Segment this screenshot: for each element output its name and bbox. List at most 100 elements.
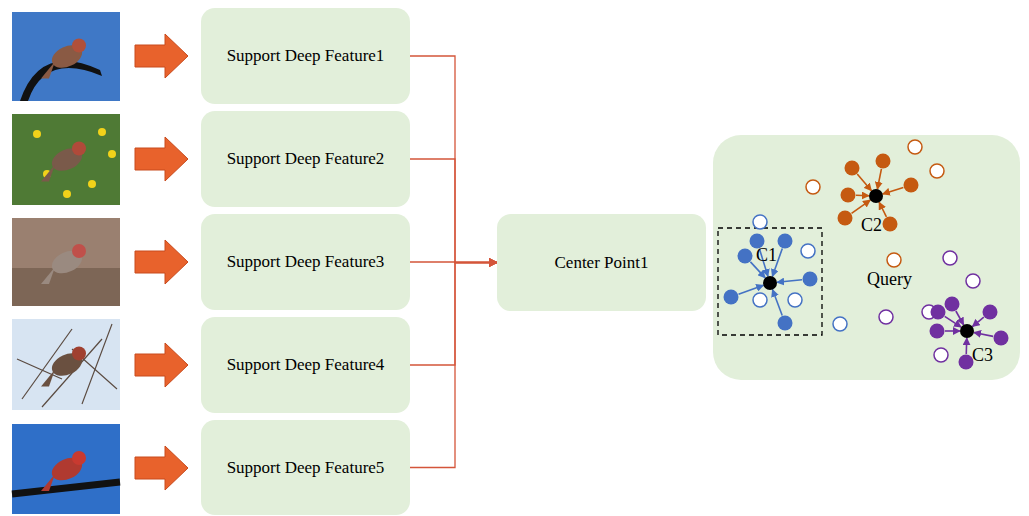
- cluster-label: C3: [972, 346, 993, 364]
- bird-photo: [12, 218, 120, 306]
- feature-box: Support Deep Feature4: [201, 317, 410, 413]
- connector: [410, 56, 497, 263]
- bird-head: [72, 39, 86, 53]
- query-dot: [887, 253, 901, 267]
- query-label: Query: [867, 270, 912, 288]
- center-dot: [869, 189, 883, 203]
- bird-photo: [12, 319, 120, 410]
- query-dot: [879, 310, 893, 324]
- support-dot: [945, 297, 960, 312]
- connector: [410, 159, 497, 263]
- center-dot: [960, 324, 974, 338]
- block-arrows: [135, 34, 188, 490]
- support-dot: [778, 316, 793, 331]
- support-dot: [931, 305, 946, 320]
- ground: [12, 268, 120, 306]
- box-label: Support Deep Feature1: [227, 46, 385, 66]
- pull-arrow: [956, 311, 964, 325]
- connector: [410, 263, 497, 366]
- support-dot: [724, 290, 739, 305]
- query-dot: [833, 317, 847, 331]
- block-arrow: [135, 446, 188, 490]
- bird-photo: [12, 114, 120, 205]
- pull-arrow: [852, 200, 871, 213]
- pull-arrow: [777, 280, 802, 283]
- pull-arrow: [877, 169, 881, 189]
- support-dot: [778, 234, 793, 249]
- support-dot: [930, 324, 945, 339]
- cluster-label: C2: [861, 216, 882, 234]
- flower: [98, 128, 106, 136]
- support-dot: [883, 217, 898, 232]
- support-dot: [983, 305, 998, 320]
- support-dot: [738, 249, 753, 264]
- query-dot: [966, 274, 980, 288]
- flower: [63, 190, 71, 198]
- flower: [33, 130, 41, 138]
- bird-tail: [41, 370, 55, 387]
- cluster-box: [718, 228, 822, 335]
- query-dot: [806, 180, 820, 194]
- bird-tail: [41, 62, 55, 79]
- box-label: Support Deep Feature4: [227, 355, 385, 375]
- box-label: Support Deep Feature2: [227, 149, 385, 169]
- feature-dots: [724, 140, 1009, 370]
- center-box: Center Point1: [497, 214, 706, 311]
- photos: [12, 12, 120, 514]
- bird-tail: [41, 267, 55, 284]
- support-dot: [841, 188, 856, 203]
- pull-arrow: [972, 317, 983, 326]
- box-label: Support Deep Feature3: [227, 252, 385, 272]
- bird-head: [72, 451, 86, 465]
- query-dot: [753, 293, 767, 307]
- feature-space-panel: [713, 135, 1020, 380]
- support-dot: [959, 355, 974, 370]
- pull-arrow: [974, 332, 993, 336]
- feature-box: Support Deep Feature2: [201, 111, 410, 207]
- bird-head: [72, 347, 86, 361]
- support-dot: [994, 331, 1009, 346]
- block-arrow: [135, 34, 188, 78]
- pull-arrow: [750, 262, 765, 278]
- query-dot: [943, 251, 957, 265]
- branch: [82, 324, 112, 404]
- support-dot: [838, 211, 853, 226]
- query-dot: [930, 164, 944, 178]
- cluster-label: C1: [756, 246, 777, 264]
- query-dot: [753, 215, 767, 229]
- query-dot: [934, 348, 948, 362]
- center-dot: [763, 276, 777, 290]
- box-label: Support Deep Feature5: [227, 458, 385, 478]
- support-dot: [904, 178, 919, 193]
- pull-arrow: [945, 316, 961, 327]
- flower: [108, 150, 116, 158]
- block-arrow: [135, 240, 188, 284]
- block-arrow: [135, 343, 188, 387]
- block-arrow: [135, 137, 188, 181]
- pull-arrow: [856, 194, 869, 196]
- bird-photo: [12, 12, 120, 101]
- bird-tail: [41, 165, 55, 182]
- feature-box: Support Deep Feature1: [201, 8, 410, 104]
- feature-box: Support Deep Feature5: [201, 420, 410, 515]
- support-dot: [845, 161, 860, 176]
- bird-photo: [12, 424, 120, 514]
- pull-arrow: [739, 285, 764, 294]
- query-dot: [908, 140, 922, 154]
- pull-arrow: [857, 174, 871, 191]
- box-label: Center Point1: [555, 253, 649, 273]
- bird-head: [72, 142, 86, 156]
- support-dot: [803, 272, 818, 287]
- connector: [410, 263, 497, 468]
- pull-arrow: [945, 330, 960, 332]
- feature-box: Support Deep Feature3: [201, 214, 410, 310]
- pull-arrow: [965, 338, 967, 354]
- pull-arrow: [883, 187, 904, 194]
- flower: [88, 180, 96, 188]
- pull-arrow: [879, 202, 886, 217]
- pull-arrow: [772, 290, 782, 316]
- support-dot: [876, 154, 891, 169]
- query-dot: [801, 244, 815, 258]
- bird-head: [72, 244, 86, 258]
- bird-tail: [41, 474, 55, 491]
